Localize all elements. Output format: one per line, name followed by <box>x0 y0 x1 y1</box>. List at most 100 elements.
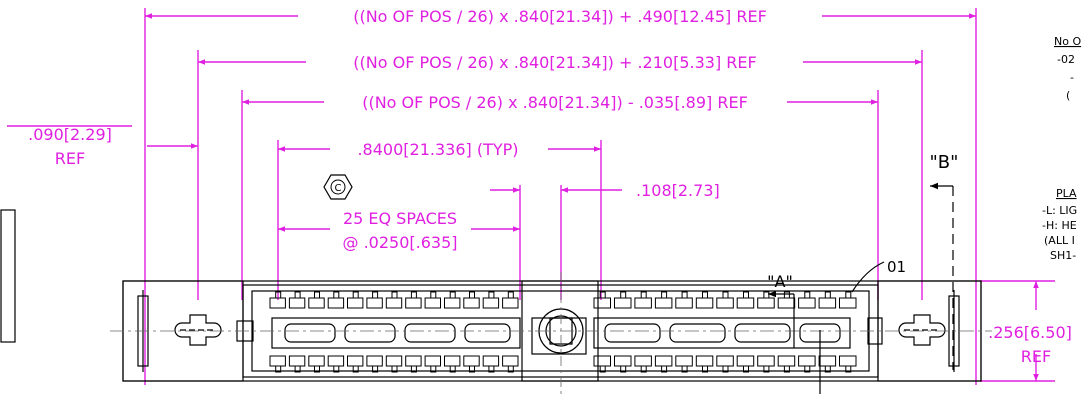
contact-tail <box>661 365 668 373</box>
no-line2: - <box>1070 71 1074 84</box>
contact-tail <box>681 291 688 299</box>
contact-tail <box>430 291 437 299</box>
contact-pin <box>777 355 796 367</box>
contact-tail <box>488 365 495 373</box>
no-header: No O <box>1054 35 1081 48</box>
contact-tail <box>333 291 340 299</box>
contact-tail <box>702 291 708 299</box>
contact-tail <box>804 365 811 373</box>
contact-pin <box>347 355 364 367</box>
contact-tail <box>845 291 852 299</box>
contact-tail <box>661 291 668 299</box>
contact-pin <box>424 355 442 367</box>
contact-pin <box>614 355 632 367</box>
mounting-hole-right <box>898 314 946 346</box>
contact-tail <box>783 365 790 373</box>
contact-tail <box>783 291 790 299</box>
contact-tail <box>469 365 475 373</box>
plating-sh: SH1- <box>1050 249 1076 262</box>
contact-pin <box>463 297 480 309</box>
height-ref: REF <box>1021 347 1051 366</box>
contact-pin <box>269 355 286 367</box>
contact-tail <box>824 365 831 373</box>
contact-pin <box>716 297 734 309</box>
edge-offset-ref: REF <box>55 149 85 168</box>
contact-pin <box>593 297 611 309</box>
critical-symbol-letter: C <box>335 183 342 194</box>
contact-tail <box>275 291 282 299</box>
contact-pin <box>654 297 673 309</box>
mounting-hole-left <box>174 314 222 346</box>
contact-tail <box>640 365 647 373</box>
plating-header: PLA <box>1056 187 1077 200</box>
contact-tail <box>804 291 811 299</box>
contact-pin <box>798 355 816 367</box>
contact-tail <box>333 365 340 373</box>
contact-pin <box>634 297 652 309</box>
side-notes: No O -02 - ( PLA -L: LIG -H: HE (ALL I S… <box>1042 35 1081 262</box>
item-01-callout: 01 <box>851 258 906 293</box>
dimension-lines <box>7 13 1039 381</box>
contact-pin <box>654 355 673 367</box>
contact-pin <box>502 297 519 309</box>
contact-tail <box>372 291 379 299</box>
contact-pin <box>444 297 461 309</box>
contact-tail <box>294 365 301 373</box>
contact-tail <box>430 365 437 373</box>
contact-pin <box>502 355 519 367</box>
edge-offset-dim: .090[2.29] <box>28 125 112 144</box>
item-01-label: 01 <box>887 258 906 276</box>
dimension-texts: ((No OF POS / 26) x .840[21.34]) + .490[… <box>28 7 1072 366</box>
contact-pin <box>288 355 306 367</box>
contact-pin <box>405 297 422 309</box>
contact-row-top <box>269 291 857 309</box>
no-line3: ( <box>1066 89 1070 102</box>
contact-tail <box>314 365 320 373</box>
contact-pin <box>444 355 461 367</box>
no-line1: -02 <box>1057 53 1075 66</box>
view-a-callout: "A" <box>767 272 821 394</box>
contact-pin <box>347 297 364 309</box>
contact-tail <box>410 365 417 373</box>
contact-tail <box>599 291 606 299</box>
contact-pin <box>818 297 837 309</box>
contact-tail <box>743 365 749 373</box>
contact-tail <box>275 365 282 373</box>
contact-tail <box>314 291 320 299</box>
contact-tail <box>640 291 647 299</box>
contact-tail <box>352 365 359 373</box>
contact-tail <box>507 291 514 299</box>
contact-tail <box>469 291 475 299</box>
contact-pin <box>405 355 422 367</box>
contact-pin <box>424 297 442 309</box>
contact-pin <box>366 297 383 309</box>
contact-pin <box>327 297 345 309</box>
contact-pin <box>385 297 403 309</box>
extension-lines <box>144 8 1055 385</box>
contact-tail <box>294 291 301 299</box>
contact-pin <box>482 355 500 367</box>
pitch-dim: .8400[21.336] (TYP) <box>357 140 518 159</box>
contact-pin <box>614 297 632 309</box>
contact-pin <box>839 297 857 309</box>
contact-pin <box>839 355 857 367</box>
contact-tail <box>599 365 606 373</box>
contact-pin <box>757 355 775 367</box>
eq-spaces-line2: @ .0250[.635] <box>343 233 458 252</box>
contact-tail <box>763 291 770 299</box>
contact-pin <box>736 297 755 309</box>
contact-pin <box>385 355 403 367</box>
contact-tail <box>391 365 398 373</box>
contact-pin <box>716 355 734 367</box>
eq-spaces-line1: 25 EQ SPACES <box>343 209 457 228</box>
contact-pin <box>736 355 755 367</box>
contact-tail <box>824 291 831 299</box>
contact-pin <box>695 297 714 309</box>
contact-pin <box>818 355 837 367</box>
contact-tail <box>372 365 379 373</box>
contact-pin <box>308 297 325 309</box>
critical-feature-symbol: C <box>323 174 353 200</box>
contact-tail <box>722 291 729 299</box>
contact-pin <box>482 297 500 309</box>
